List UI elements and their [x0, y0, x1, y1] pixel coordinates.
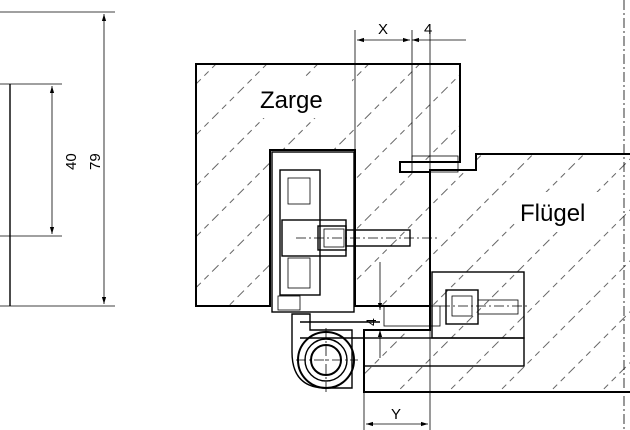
hinge-leaf-part	[363, 155, 530, 367]
dimension-label-4-top: 4	[424, 21, 432, 38]
frame-section: Zarge	[195, 63, 461, 307]
dimension-label-40: 40	[63, 153, 80, 170]
top-dimension-group: X 4	[354, 21, 466, 306]
dimension-label-x: X	[378, 21, 388, 38]
frame-label: Zarge	[260, 87, 323, 114]
hinge-knuckle	[291, 313, 380, 392]
bottom-dimension-group: Y	[363, 330, 431, 430]
dimension-label-y: Y	[391, 406, 401, 423]
dimension-label-4-mid: 4	[363, 318, 379, 326]
dimension-label-79: 79	[87, 153, 104, 170]
left-dimension-group: 40 79	[0, 11, 115, 307]
hinge-frame-part	[271, 151, 440, 313]
leaf-label: Flügel	[520, 200, 585, 227]
mid-dimension-group: 4	[363, 262, 383, 358]
leaf-section: Flügel	[363, 153, 630, 393]
